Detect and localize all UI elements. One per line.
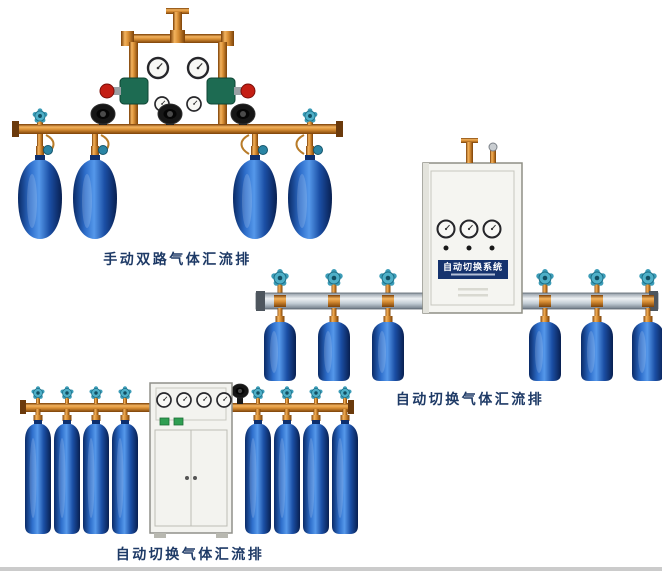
teal-handwheel-icon: [309, 385, 323, 400]
page-bottom-divider: [0, 567, 662, 571]
product-auto-switch-manifold-cabinet: 自动切换气体汇流排: [18, 378, 362, 564]
cylinder-valve-stems: [277, 284, 651, 296]
cabinet-vent: [458, 294, 488, 297]
cabinet-gauge-icon: [436, 219, 456, 239]
cabinet-gauge-icon: [196, 392, 212, 408]
cabinet-foot: [154, 533, 166, 538]
gas-cylinder: [25, 409, 51, 534]
teal-handwheel-icon: [302, 107, 318, 124]
teal-handwheel-icon: [280, 385, 294, 400]
gas-cylinder: [372, 308, 404, 381]
control-cabinet: 自动切换系统: [422, 162, 523, 314]
teal-handwheel-icon: [338, 385, 352, 400]
product-auto-switch-manifold-rail: 自动切换系统 自动切换气体汇流排: [252, 138, 662, 409]
gas-cylinder: [83, 409, 109, 534]
gas-cylinder: [264, 308, 296, 381]
auto-manifold-cabinet-illustration: [20, 382, 358, 538]
auto-manifold-illustration: 自动切换系统: [255, 138, 662, 381]
gas-cylinder: [54, 409, 80, 534]
pressure-gauge-icon: [186, 96, 202, 112]
black-handwheel-icon: [231, 383, 249, 399]
teal-handwheel-icon: [60, 385, 74, 400]
gas-cylinder: [318, 308, 350, 381]
green-indicator: [159, 417, 170, 426]
cabinet-gauge-icon: [482, 219, 502, 239]
cabinet-label-text: 自动切换系统: [443, 261, 503, 273]
green-indicator: [173, 417, 184, 426]
black-handwheel-icon: [230, 103, 256, 125]
cabinet-foot: [216, 533, 228, 538]
cabinet-gauge-icon: [176, 392, 192, 408]
teal-handwheel-icon: [587, 268, 607, 287]
pressure-regulator-right: [186, 56, 256, 112]
door-handle: [185, 476, 189, 480]
black-handwheel-icon: [90, 103, 116, 125]
cabinet-knob: [489, 245, 495, 251]
gas-cylinder: [632, 308, 662, 381]
pipe-end-cap: [336, 121, 343, 137]
rail-end-cap: [256, 291, 265, 311]
cylinder-connection-stems: [37, 134, 313, 148]
gas-cylinder: [303, 409, 329, 534]
cabinet-vent: [458, 288, 488, 291]
cabinet-knob: [443, 245, 449, 251]
gas-cylinder: [72, 145, 118, 240]
pipe-end-cap: [20, 400, 26, 414]
teal-handwheel-icon: [638, 268, 658, 287]
teal-handwheel-icon: [118, 385, 132, 400]
product-manual-dual-manifold: 手动双路气体汇流排: [10, 8, 345, 269]
gas-cylinder: [112, 409, 138, 534]
teal-handwheel-icon: [251, 385, 265, 400]
shutoff-valves: [32, 103, 318, 125]
teal-handwheel-icon: [535, 268, 555, 287]
pressure-gauge-icon: [186, 56, 210, 80]
pipe-valves: [31, 383, 352, 404]
product-caption: 自动切换气体汇流排: [115, 547, 265, 563]
teal-handwheel-icon: [32, 107, 48, 124]
cabinet-knob: [466, 245, 472, 251]
pipe-end-cap: [348, 400, 354, 414]
teal-handwheel-icon: [324, 268, 344, 287]
control-cabinet: [149, 382, 233, 538]
cabinet-gauge-icon: [156, 392, 172, 408]
product-caption: 自动切换气体汇流排: [395, 392, 545, 408]
product-caption: 手动双路气体汇流排: [103, 252, 252, 268]
gas-cylinder: [581, 308, 613, 381]
door-handle: [193, 476, 197, 480]
cabinet-gauge-icon: [216, 392, 232, 408]
pressure-regulator-left: [99, 56, 170, 112]
teal-handwheel-icon: [378, 268, 398, 287]
teal-handwheel-icon: [270, 268, 290, 287]
gas-cylinder: [245, 409, 271, 534]
cabinet-gauge-icon: [459, 219, 479, 239]
regulator-knob: [240, 83, 256, 99]
black-handwheel-icon: [157, 103, 183, 125]
main-manifold-pipe: [12, 121, 343, 137]
manual-manifold-illustration: [12, 8, 343, 240]
cabinet-label-subline: [451, 273, 495, 276]
regulator-knob: [99, 83, 115, 99]
pressure-gauge-icon: [146, 56, 170, 80]
gas-cylinder: [17, 145, 63, 240]
pipe-end-cap: [12, 121, 19, 137]
gas-cylinder: [274, 409, 300, 534]
gas-cylinder: [529, 308, 561, 381]
cabinet-top-fittings: [461, 138, 498, 163]
gas-cylinder: [332, 409, 358, 534]
teal-handwheel-icon: [31, 385, 45, 400]
manifold-pipes: [20, 400, 354, 414]
teal-handwheel-icon: [89, 385, 103, 400]
